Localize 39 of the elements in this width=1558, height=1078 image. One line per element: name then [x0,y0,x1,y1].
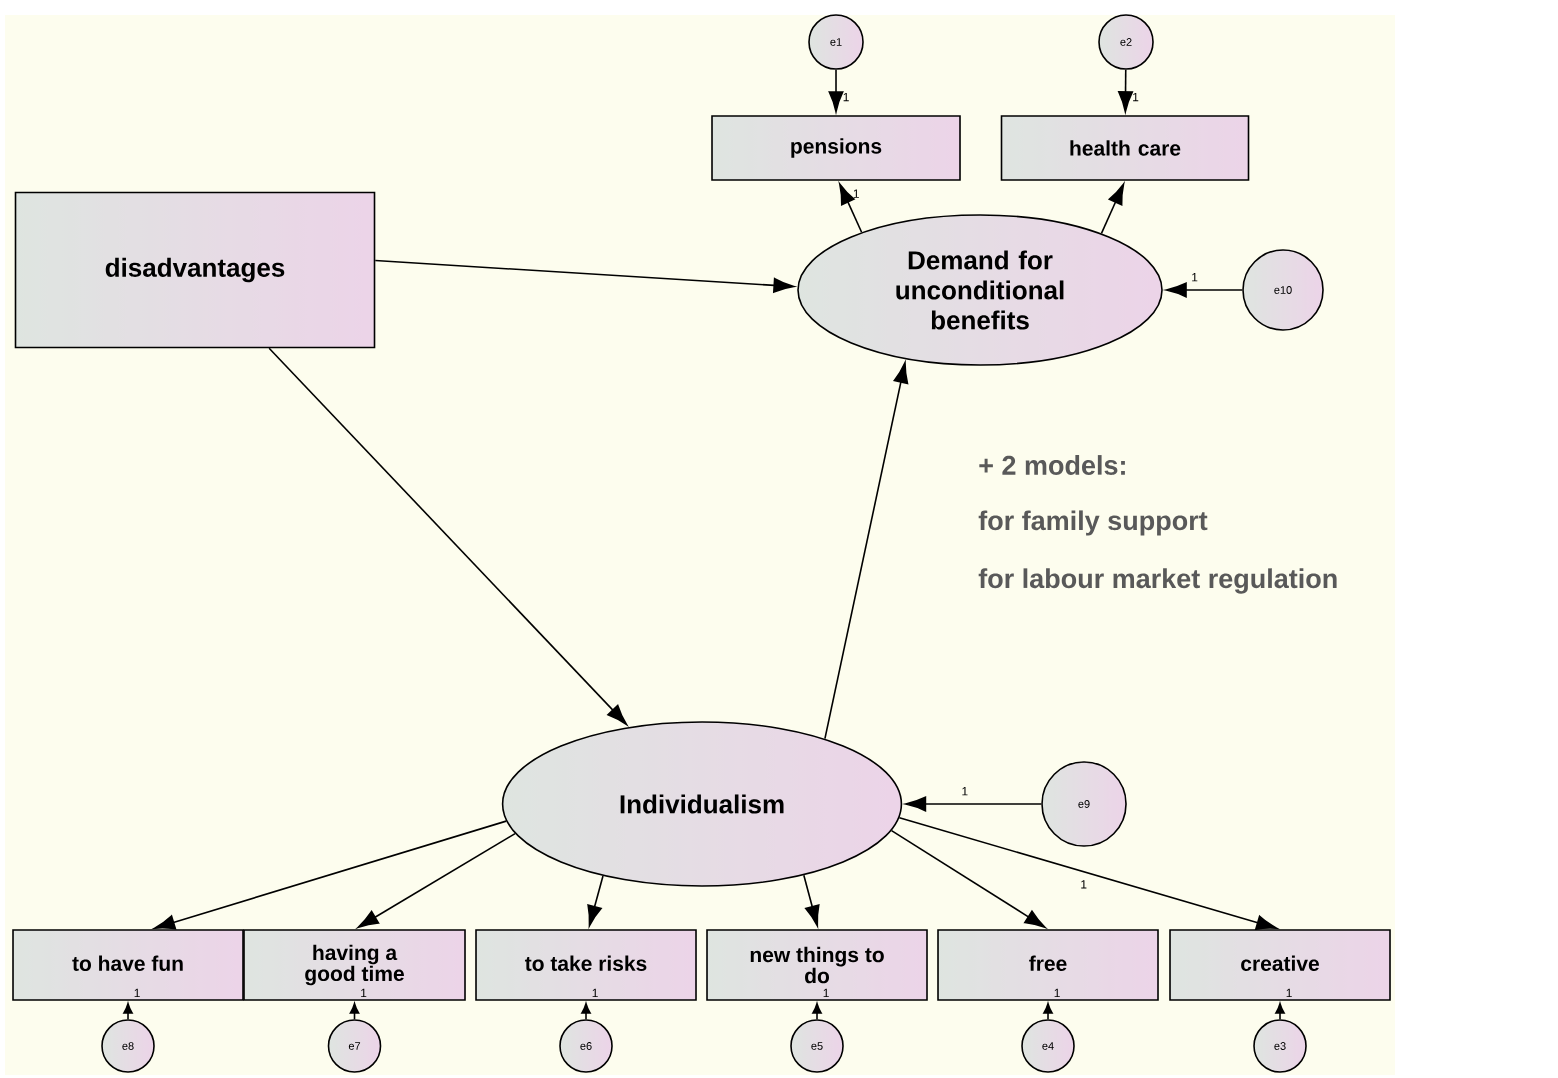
arrow [1100,183,1125,235]
arrow [374,259,795,293]
indicator-box: pensions [711,115,961,181]
note-text: for labour market regulation [978,568,1337,594]
arrow [581,1002,591,1020]
edge-label: 1 [1192,273,1198,282]
arrow [1043,1002,1053,1020]
edge-label: 1 [592,988,598,998]
edge-label: 1 [134,988,140,998]
arrow [349,1002,360,1020]
arrow [154,820,507,930]
arrow [890,829,1046,929]
edge-label: 1 [1286,988,1292,998]
variable-box: disadvantages [14,191,376,349]
arrow [268,347,628,726]
note-text: + 2 models: [979,455,1125,475]
arrow [905,796,1042,812]
note-text: for family support [978,510,1208,536]
arrow [839,183,863,234]
arrow [898,817,1278,930]
arrow [828,69,844,113]
edge-label: 1 [1054,988,1060,998]
edge-label: 1 [1133,92,1139,102]
arrow [1165,282,1243,298]
indicator-box: health care [1000,115,1250,181]
edge-label: 1 [843,92,849,102]
edge-label: 1 [962,787,968,796]
edge-label: 1 [361,988,367,998]
arrow [824,362,909,740]
arrow [803,874,820,927]
edge-label: 1 [1081,880,1087,889]
arrow [812,1002,822,1020]
edge-label: 1 [853,189,859,198]
arrow [357,832,516,929]
arrow [1275,1002,1285,1020]
arrow [1118,69,1133,113]
edge-label: 1 [823,988,829,998]
arrow [587,875,604,927]
arrow [123,1002,133,1020]
